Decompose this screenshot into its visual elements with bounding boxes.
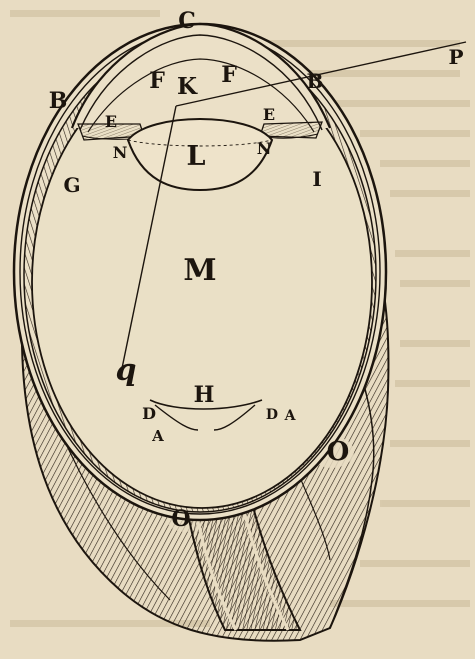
label-K: K bbox=[177, 73, 198, 100]
label-I: I bbox=[312, 167, 321, 191]
label-q: q bbox=[116, 353, 137, 388]
label-H: H bbox=[194, 382, 215, 408]
label-B-left: B bbox=[49, 88, 68, 114]
label-E-right: E bbox=[263, 105, 275, 124]
label-D-right: D bbox=[266, 407, 278, 423]
label-F-left: F bbox=[149, 68, 165, 94]
label-E-left: E bbox=[105, 112, 117, 131]
label-A-right: A bbox=[284, 408, 297, 424]
label-F-right: F bbox=[221, 62, 237, 88]
label-N-right: N bbox=[257, 139, 272, 158]
label-L: L bbox=[187, 141, 206, 172]
label-B-right: B bbox=[307, 69, 324, 93]
label-C: C bbox=[178, 8, 196, 34]
label-N-left: N bbox=[113, 143, 128, 162]
label-M: M bbox=[183, 253, 216, 288]
label-P: P bbox=[448, 45, 463, 69]
label-O-left: O bbox=[171, 506, 190, 532]
label-G: G bbox=[63, 173, 80, 197]
label-A-left: A bbox=[151, 427, 164, 445]
label-O-right: O bbox=[327, 437, 350, 467]
label-D-left: D bbox=[142, 404, 156, 423]
